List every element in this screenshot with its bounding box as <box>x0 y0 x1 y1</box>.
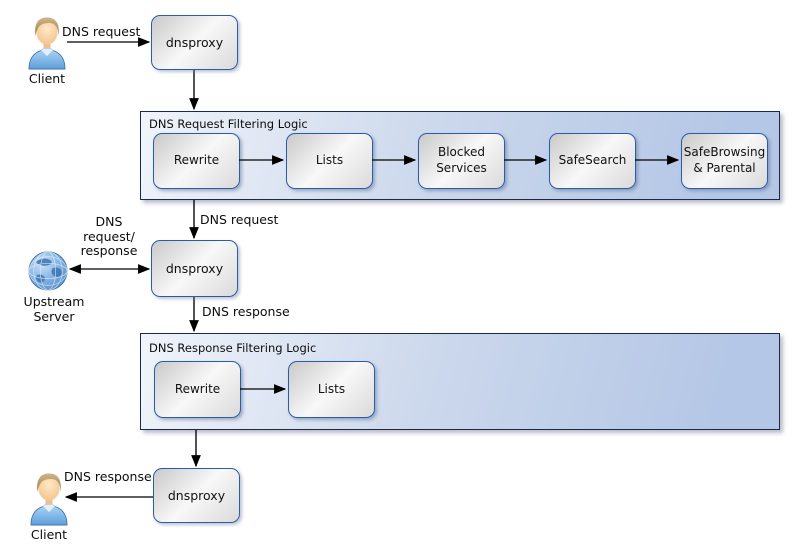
client-bottom-label: Client <box>30 527 68 542</box>
node-dnsproxy-bottom-label: dnsproxy <box>167 487 226 503</box>
step-lists-request-label: Lists <box>315 153 344 168</box>
label-upstream-exchange-line1: DNS <box>95 214 123 229</box>
upstream-server-label: Upstream Server <box>23 294 85 324</box>
label-dns-request-top: DNS request <box>62 24 141 39</box>
label-upstream-exchange-line2: request/ <box>83 228 135 244</box>
node-dnsproxy-middle-label: dnsproxy <box>165 260 224 276</box>
upstream-server <box>27 249 69 293</box>
step-rewrite-response-label: Rewrite <box>174 381 221 396</box>
step-lists-response-label: Lists <box>317 381 346 396</box>
node-dnsproxy-top-label: dnsproxy <box>165 34 224 50</box>
request-filtering-title: DNS Request Filtering Logic <box>149 117 308 131</box>
response-filtering-container: DNS Response Filtering Logic Rewrite Lis… <box>140 333 780 430</box>
client-top-label: Client <box>28 71 66 86</box>
step-safebrowsing-parental-label: SafeBrowsing & Parental <box>683 145 766 175</box>
label-upstream-exchange-line3: response <box>80 243 138 258</box>
step-safesearch-label: SafeSearch <box>558 153 627 168</box>
step-blocked-services: Blocked Services <box>418 133 505 189</box>
step-safebrowsing-parental: SafeBrowsing & Parental <box>681 133 768 189</box>
step-safesearch: SafeSearch <box>549 133 636 189</box>
label-dns-response-middle: DNS response <box>202 304 290 319</box>
node-dnsproxy-top: dnsproxy <box>151 15 238 70</box>
step-rewrite-request: Rewrite <box>153 133 240 189</box>
node-dnsproxy-bottom: dnsproxy <box>153 468 240 523</box>
person-icon <box>30 473 68 526</box>
step-rewrite-request-label: Rewrite <box>173 153 220 168</box>
label-dns-response-bottom: DNS response <box>64 469 152 484</box>
step-rewrite-response: Rewrite <box>154 361 241 418</box>
client-bottom <box>29 469 69 527</box>
step-blocked-services-label: Blocked Services <box>436 145 487 175</box>
client-top <box>27 13 67 71</box>
step-lists-request: Lists <box>286 133 373 189</box>
response-filtering-title: DNS Response Filtering Logic <box>149 341 317 355</box>
person-icon <box>28 17 66 70</box>
label-dns-request-middle: DNS request <box>200 212 279 227</box>
node-dnsproxy-middle: dnsproxy <box>151 240 238 297</box>
globe-icon <box>28 251 68 291</box>
request-filtering-container: DNS Request Filtering Logic Rewrite List… <box>140 111 780 200</box>
label-upstream-exchange: DNS request/ response <box>70 214 148 259</box>
step-lists-response: Lists <box>288 361 375 418</box>
